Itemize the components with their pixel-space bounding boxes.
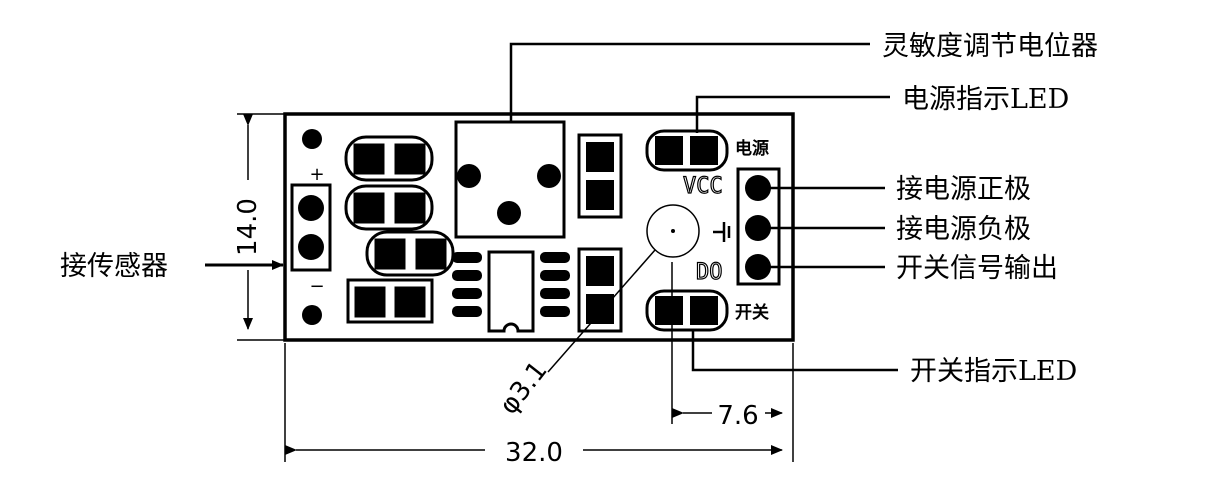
- pin-offset-dimension: 7.6: [717, 401, 758, 431]
- smd-pads-middle: [577, 133, 623, 333]
- ground-icon: [713, 222, 731, 242]
- power-silk-label: 电源: [735, 138, 769, 159]
- plus-mark: +: [309, 164, 324, 185]
- label-power-led: 电源指示LED: [902, 84, 1069, 115]
- leader-lines: [509, 42, 898, 372]
- switch-silk-label: 开关: [735, 302, 769, 323]
- power-led: [645, 129, 729, 172]
- width-dimension: 32.0: [505, 438, 563, 468]
- do-silk-label: DO: [696, 260, 723, 285]
- ic-chip: [452, 250, 570, 333]
- mounting-hole-top-left: [302, 129, 322, 149]
- mounting-hole-bottom-left: [302, 305, 322, 325]
- center-hole: [646, 204, 700, 258]
- center-hole-dot: [671, 229, 675, 233]
- output-header: [736, 167, 781, 286]
- hole-diameter-dimension: φ3.1: [494, 356, 554, 421]
- vcc-silk-label: VCC: [683, 174, 723, 199]
- label-potentiometer: 灵敏度调节电位器: [882, 31, 1098, 62]
- dimension-lines: [237, 113, 794, 462]
- smd-pads-left: [344, 135, 455, 324]
- label-do-pin: 开关信号输出: [896, 253, 1058, 284]
- height-dimension: 14.0: [233, 198, 263, 256]
- label-vcc-pin: 接电源正极: [896, 174, 1031, 205]
- minus-mark: −: [309, 276, 324, 297]
- sensor-connector: [290, 183, 332, 272]
- switch-led: [645, 289, 729, 332]
- potentiometer: [454, 120, 566, 239]
- label-sensor: 接传感器: [60, 251, 168, 282]
- label-gnd-pin: 接电源负极: [896, 214, 1031, 245]
- label-switch-led: 开关指示LED: [910, 356, 1077, 387]
